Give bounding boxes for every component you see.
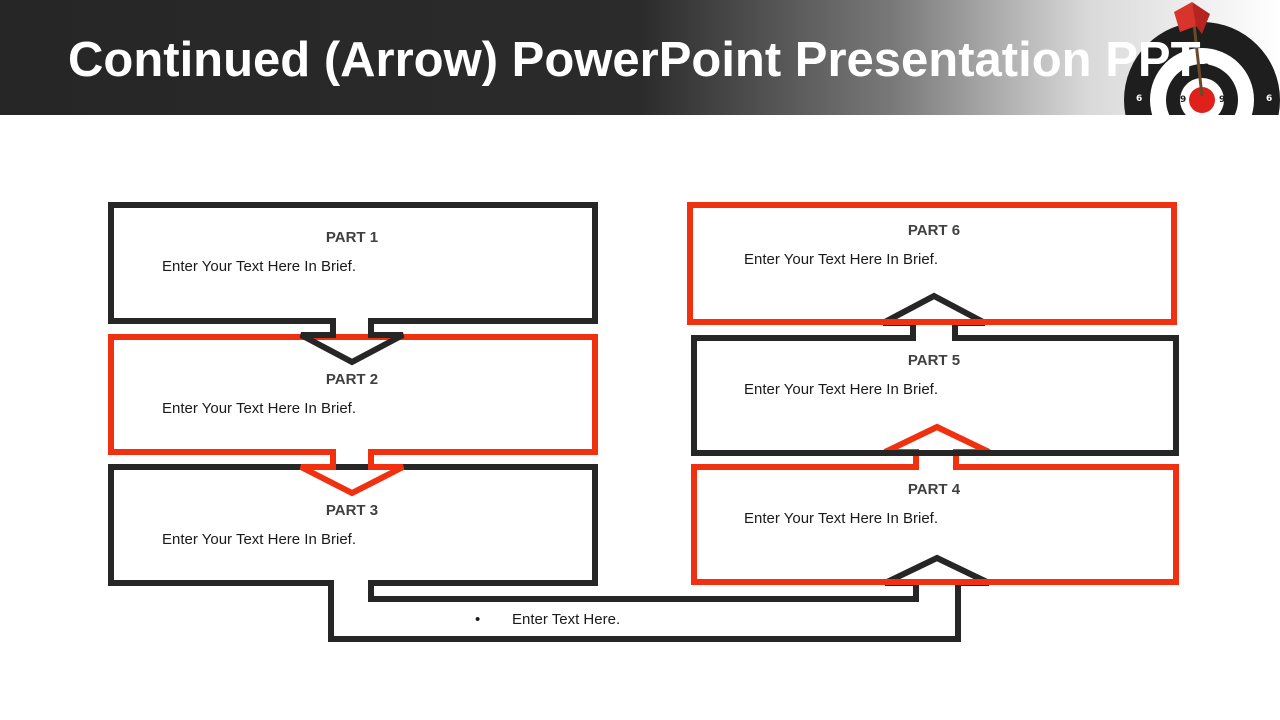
target-number: 9 [1219,95,1225,105]
part-4-title: PART 4 [907,481,961,498]
slide-title: Continued (Arrow) PowerPoint Presentatio… [68,33,1201,87]
part-1-text: Enter Your Text Here In Brief. [162,258,356,275]
connector-note-text: Enter Text Here. [512,611,621,628]
part-2-text: Enter Your Text Here In Brief. [162,400,356,417]
dartboard-target-icon: 6 7 8 9 9 8 7 6 7 8 [1124,2,1280,115]
target-number: 6 [1136,94,1142,104]
target-number: 9 [1180,95,1186,105]
part-5-text: Enter Your Text Here In Brief. [744,381,938,398]
target-number: 6 [1266,94,1272,104]
target-number: 7 [1153,94,1159,104]
part-3-title: PART 3 [325,502,379,519]
part-2-title: PART 2 [325,371,379,388]
part-1-box-outline [108,202,598,366]
bullet-point: • [475,611,481,628]
header-banner: 6 7 8 9 9 8 7 6 7 8 Continued (Arrow) Po… [0,0,1280,115]
target-number: 8 [1168,94,1174,104]
part-6-box-outline [687,202,1177,325]
part-2-box-outline [108,334,598,497]
connector-note: • Enter Text Here. [475,611,620,628]
target-number: 7 [1203,50,1209,60]
target-number: 7 [1248,94,1254,104]
part-3-text: Enter Your Text Here In Brief. [162,531,356,548]
target-number: 8 [1232,94,1238,104]
target-number: 8 [1203,63,1209,73]
part-6-text: Enter Your Text Here In Brief. [744,251,938,268]
part-5-title: PART 5 [907,352,961,369]
part-3-box-outline [108,464,991,642]
part-4-text: Enter Your Text Here In Brief. [744,510,938,527]
part-6-title: PART 6 [907,222,961,239]
part-1-title: PART 1 [325,229,379,246]
